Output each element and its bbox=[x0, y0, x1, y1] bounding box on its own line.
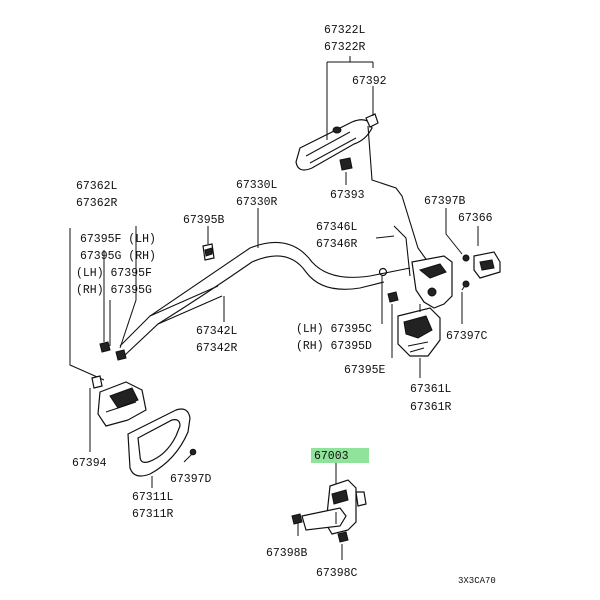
cable-clip-67395B bbox=[202, 243, 215, 261]
label-67311R: 67311R bbox=[132, 508, 174, 521]
label-67346R: 67346R bbox=[316, 238, 358, 251]
label-67395E: 67395E bbox=[344, 364, 386, 377]
label-67322R: 67322R bbox=[324, 41, 366, 54]
door-check-assembly bbox=[301, 479, 367, 535]
label-67003: 67003 bbox=[314, 450, 349, 463]
label-67361R: 67361R bbox=[410, 401, 452, 414]
label-67394: 67394 bbox=[72, 457, 107, 470]
inside-handle-mechanism bbox=[97, 381, 147, 427]
check-nut-67398C bbox=[337, 531, 349, 543]
label-67395F-lh: 67395F (LH) bbox=[80, 233, 156, 246]
label-lh-67395F: (LH) 67395F bbox=[76, 267, 152, 280]
label-67397D: 67397D bbox=[170, 473, 212, 486]
handle-screw-67397D bbox=[183, 448, 197, 463]
label-67342L: 67342L bbox=[196, 325, 238, 338]
handle-spring-clip bbox=[365, 113, 379, 128]
latch-clip-67395E bbox=[387, 291, 399, 303]
inside-handle-escutcheon bbox=[127, 408, 191, 477]
label-67361L: 67361L bbox=[410, 383, 452, 396]
leader-67397B bbox=[445, 208, 463, 255]
diagram-code: 3X3CA70 bbox=[458, 576, 496, 586]
label-67342R: 67342R bbox=[196, 342, 238, 355]
label-67330R: 67330R bbox=[236, 196, 278, 209]
inside-handle-cable-lower bbox=[123, 255, 385, 357]
handle-grommet bbox=[339, 157, 353, 171]
door-striker bbox=[473, 251, 501, 279]
check-bolt-67398B bbox=[291, 513, 303, 536]
handle-rod bbox=[367, 125, 429, 263]
label-67362R: 67362R bbox=[76, 197, 118, 210]
striker-screw-67397B bbox=[462, 254, 470, 262]
label-67311L: 67311L bbox=[132, 491, 174, 504]
label-lh-67395C: (LH) 67395C bbox=[296, 323, 372, 336]
label-67397C: 67397C bbox=[446, 330, 488, 343]
inside-handle-cable-upper bbox=[119, 241, 411, 347]
label-67398C: 67398C bbox=[316, 567, 358, 580]
label-67322L: 67322L bbox=[324, 24, 366, 37]
door-latch-assembly bbox=[397, 255, 453, 357]
label-67366: 67366 bbox=[458, 212, 493, 225]
label-rh-67395D: (RH) 67395D bbox=[296, 340, 372, 353]
striker-screw-67397C bbox=[461, 280, 470, 291]
cable-end-clip-67395G bbox=[115, 349, 127, 361]
label-67346L: 67346L bbox=[316, 221, 358, 234]
label-67392: 67392 bbox=[352, 75, 387, 88]
label-67397B: 67397B bbox=[424, 195, 466, 208]
leader-67346 bbox=[375, 235, 395, 239]
highlight-67003 bbox=[311, 448, 369, 463]
bracket-67362 bbox=[69, 228, 105, 381]
lock-cable bbox=[149, 285, 223, 325]
bracket-67322 bbox=[326, 56, 374, 140]
outside-door-handle bbox=[295, 119, 373, 171]
label-67395B: 67395B bbox=[183, 214, 225, 227]
label-67362L: 67362L bbox=[76, 180, 118, 193]
label-rh-67395G: (RH) 67395G bbox=[76, 284, 152, 297]
lock-rod bbox=[393, 225, 411, 277]
cable-end-clip-67395F bbox=[99, 341, 111, 353]
label-67330L: 67330L bbox=[236, 179, 278, 192]
label-67393: 67393 bbox=[330, 189, 365, 202]
bracket-67395G-rh bbox=[119, 226, 137, 349]
escutcheon-cover-67394 bbox=[91, 375, 103, 389]
label-67395G-rh: 67395G (RH) bbox=[80, 250, 156, 263]
label-67398B: 67398B bbox=[266, 547, 308, 560]
